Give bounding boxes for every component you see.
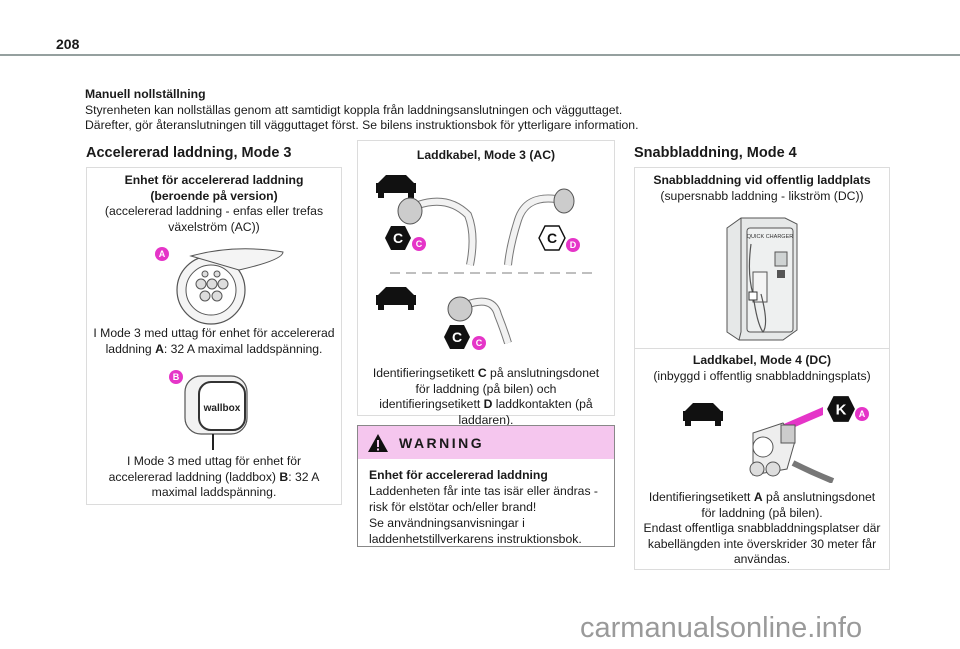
- svg-text:C: C: [452, 329, 462, 345]
- box-title: Snabbladdning vid offentlig laddplats: [653, 173, 871, 187]
- dc-caption: Identifieringsetikett A på anslutningsdo…: [643, 490, 881, 566]
- hex-label-c-filled-lower: C: [444, 325, 470, 349]
- label-badge-d: D: [566, 238, 580, 252]
- box2-title: Laddkabel, Mode 4 (DC): [692, 353, 832, 367]
- wallbox-illustration: B wallbox: [169, 368, 259, 450]
- hex-label-k: K: [827, 396, 855, 422]
- intro-section: Manuell nollställning Styrenheten kan no…: [85, 87, 638, 134]
- mode3-cable-box: Laddkabel, Mode 3 (AC) C C C D C C Ident…: [357, 140, 615, 427]
- svg-text:QUICK CHARGER: QUICK CHARGER: [747, 234, 793, 240]
- page-number: 208: [56, 36, 80, 52]
- dc-plug-illustration: [683, 403, 835, 483]
- warning-triangle-icon: [368, 433, 388, 452]
- warning-subtitle: Enhet för accelererad laddning: [369, 468, 548, 482]
- label-badge-a: A: [155, 247, 169, 261]
- cable-caption: Identifieringsetikett C på anslutningsdo…: [372, 366, 600, 427]
- quick-charger-illustration: QUICK CHARGER: [726, 217, 798, 341]
- section-heading-mode3: Accelererad laddning, Mode 3: [86, 145, 292, 161]
- accelerated-unit-box: Enhet för accelererad laddning (beroende…: [86, 167, 342, 505]
- caption-b: I Mode 3 med uttag för enhet för acceler…: [108, 454, 320, 499]
- warning-line: Laddenheten får inte tas isär eller ändr…: [369, 484, 598, 498]
- divider: [635, 348, 889, 349]
- intro-line: Därefter, gör återanslutningen till vägg…: [85, 118, 639, 132]
- car-icon: [376, 175, 416, 198]
- intro-line: Styrenheten kan nollställas genom att sa…: [85, 102, 623, 117]
- warning-box: WARNING Enhet för accelererad laddning L…: [357, 425, 615, 547]
- box2-subtitle: (inbyggd i offentlig snabbladdningsplats…: [653, 368, 871, 383]
- warning-line: risk för elstötar och/eller brand!: [369, 500, 537, 514]
- warning-title: WARNING: [399, 434, 485, 451]
- wallbox-icon: wallbox: [184, 375, 248, 450]
- svg-text:K: K: [836, 401, 847, 418]
- box-title: Enhet för accelererad laddning (beroende…: [124, 173, 304, 203]
- label-badge-a: A: [855, 407, 869, 421]
- svg-text:C: C: [547, 230, 557, 246]
- warning-line: laddenhetstillverkarens instruktionsbok.: [369, 532, 582, 546]
- svg-text:C: C: [393, 230, 403, 246]
- warning-line: Se användningsanvisningar i: [369, 516, 525, 530]
- label-badge-b: B: [169, 370, 183, 384]
- watermark: carmanualsonline.info: [580, 612, 863, 644]
- box-subtitle: (supersnabb laddning - likström (DC)): [660, 188, 864, 203]
- hex-label-c-outline: C: [538, 225, 566, 251]
- intro-title: Manuell nollställning: [85, 87, 206, 101]
- box-title: Laddkabel, Mode 3 (AC): [416, 148, 556, 162]
- label-badge-c: C: [412, 237, 426, 251]
- cable-illustration: [376, 175, 594, 345]
- wall-socket-illustration: A: [155, 244, 285, 326]
- label-badge-c-lower: C: [472, 336, 486, 350]
- hex-label-c-filled: C: [385, 226, 411, 250]
- warning-header: WARNING: [358, 426, 614, 459]
- fast-charge-box: Snabbladdning vid offentlig laddplats (s…: [634, 167, 890, 570]
- caption-a: I Mode 3 med uttag för enhet för acceler…: [93, 326, 335, 356]
- socket-icon: [176, 248, 284, 325]
- car-icon: [683, 403, 723, 426]
- header-rule: [0, 54, 960, 56]
- section-heading-mode4: Snabbladdning, Mode 4: [634, 145, 797, 161]
- svg-text:wallbox: wallbox: [203, 403, 241, 414]
- box-subtitle: (accelererad laddning - enfas eller tref…: [104, 204, 324, 234]
